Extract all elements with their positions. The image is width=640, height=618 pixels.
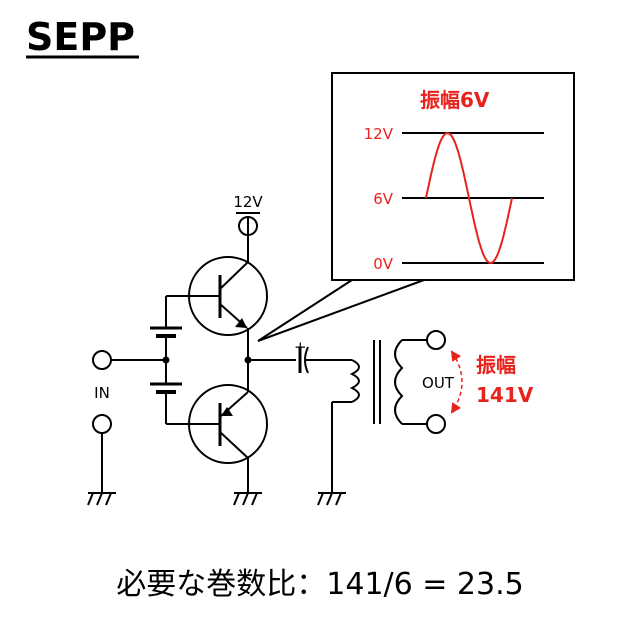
coupling-capacitor: + [294,338,352,374]
turns-ratio-formula: 必要な巻数比：141/6 = 23.5 [116,567,523,602]
output-node-wiring [244,328,296,493]
npn-transistor [166,256,268,336]
input-terminal: IN [92,350,166,493]
ground-symbol-right [317,492,346,506]
level-label-0v: 0V [373,255,394,273]
amplitude-label-line1: 振幅 [476,353,516,377]
ground-symbol-left [87,492,116,506]
level-label-12v: 12V [364,125,394,143]
supply-label: 12V [233,193,263,211]
level-label-6v: 6V [373,190,394,208]
inset-heading: 振幅6V [420,88,490,112]
amplitude-arrow [450,350,463,414]
page-title: SEPP [26,15,135,59]
callout-tail [257,279,425,342]
ground-symbol-center [233,492,262,506]
sine-wave [425,131,513,265]
pnp-transistor [166,384,268,464]
input-label: IN [94,384,110,402]
output-label: OUT [422,374,455,392]
output-amplitude-annotation: 振幅 141V [450,350,534,414]
inset-frame [331,72,575,281]
output-transformer [331,339,427,493]
amplitude-label-line2: 141V [476,383,534,407]
supply-terminal: 12V [233,193,263,262]
waveform-inset: 振幅6V 12V 6V 0V [331,72,575,281]
output-terminals: OUT [422,330,455,434]
